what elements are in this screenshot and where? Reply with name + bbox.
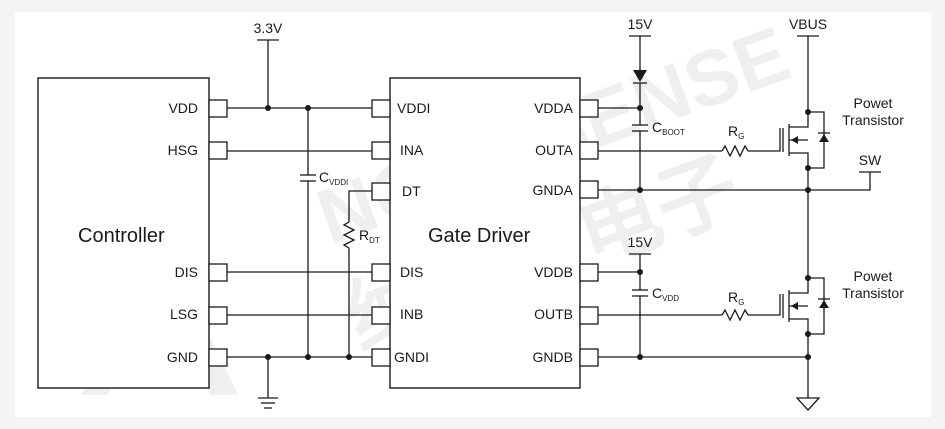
gate-driver-pin-ina-label: INA xyxy=(400,142,424,158)
gate-driver-pin-ina xyxy=(371,141,391,160)
bottom-mosfet-arrow-icon xyxy=(791,302,798,310)
controller-pin-lsg-label: LSG xyxy=(170,306,198,322)
top-mosfet-arrow-icon xyxy=(791,136,798,144)
rg-top-label: RG xyxy=(728,123,744,141)
gate-driver-pin-outa xyxy=(579,141,599,160)
junction-c-vddi-top xyxy=(305,105,311,111)
gate-driver-pin-vddb xyxy=(579,263,599,282)
junction-r-dt-bottom xyxy=(346,354,352,360)
right-wiring: 15V CBOOT RG SW VBUS xyxy=(598,16,904,411)
gate-driver-pin-dis-label: DIS xyxy=(400,264,423,280)
junction-top-source xyxy=(805,165,811,171)
controller-pin-gnd xyxy=(208,348,228,367)
controller-block: Controller VDD HSG DIS LSG GND xyxy=(37,77,228,389)
gate-driver-pin-dis xyxy=(371,263,391,282)
rg-top-wire-gate xyxy=(748,128,781,152)
rg-top-resistor xyxy=(721,144,749,158)
controller-pin-dis xyxy=(208,263,228,282)
junction-c-vddi-bottom xyxy=(305,354,311,360)
junction-sw-node xyxy=(805,187,811,193)
rail-33v-label: 3.3V xyxy=(254,20,283,36)
top-transistor-label-line1: Powet xyxy=(854,95,893,111)
junction-vdda xyxy=(637,105,643,111)
junction-gndb-cap xyxy=(637,354,643,360)
sw-label: SW xyxy=(859,152,882,168)
rg-bottom-label: RG xyxy=(728,289,744,307)
top-mosfet-drain xyxy=(789,112,809,128)
controller-pin-vdd xyxy=(208,99,228,118)
gate-driver-pin-gnda xyxy=(579,180,599,199)
rail-15v-top-label: 15V xyxy=(628,16,654,32)
controller-title: Controller xyxy=(78,225,165,247)
bottom-transistor-label-line2: Transistor xyxy=(842,285,904,301)
sw-wire xyxy=(808,172,871,191)
r-dt-resistor xyxy=(342,221,356,249)
gate-driver-pin-vdda xyxy=(579,99,599,118)
bottom-power-transistor: Powet Transistor xyxy=(782,268,904,337)
c-vdd-label: CVDD xyxy=(652,285,679,303)
gate-driver-pin-outb-label: OUTB xyxy=(534,306,573,322)
controller-pin-lsg xyxy=(208,306,228,325)
bottom-transistor-label-line1: Powet xyxy=(854,268,893,284)
controller-pin-vdd-label: VDD xyxy=(168,100,198,116)
power-ground-icon xyxy=(795,397,821,411)
rg-bottom-wire-gate xyxy=(748,294,781,316)
junction-power-ground xyxy=(805,354,811,360)
top-body-diode-icon xyxy=(819,134,829,142)
controller-box xyxy=(37,77,210,389)
r-dt-label: RDT xyxy=(359,227,380,245)
gate-driver-pin-gndi-label: GNDI xyxy=(394,349,429,365)
junction-left-ground xyxy=(265,354,271,360)
gate-driver-pin-gndb-label: GNDB xyxy=(533,349,573,365)
junction-bottom-drain xyxy=(805,275,811,281)
gate-driver-pin-vddi xyxy=(371,99,391,118)
gate-driver-pin-inb-label: INB xyxy=(400,306,423,322)
rg-bottom-resistor xyxy=(721,308,749,322)
controller-pin-dis-label: DIS xyxy=(175,264,198,280)
junction-gnda xyxy=(637,187,643,193)
gate-driver-pin-inb xyxy=(371,306,391,325)
bottom-body-diode-icon xyxy=(819,300,829,308)
bottom-mosfet-drain xyxy=(789,278,809,294)
gate-driver-pin-outb xyxy=(579,306,599,325)
gate-driver-pin-vdda-label: VDDA xyxy=(534,100,574,116)
gate-driver-pin-dt-label: DT xyxy=(402,183,421,199)
junction-33v-vdd xyxy=(265,105,271,111)
bootstrap-diode-icon xyxy=(633,70,647,82)
rail-15v-bottom-label: 15V xyxy=(628,234,654,250)
gate-driver-pin-outa-label: OUTA xyxy=(535,142,574,158)
gate-driver-title: Gate Driver xyxy=(428,225,531,247)
controller-pin-gnd-label: GND xyxy=(167,349,198,365)
gate-driver-pin-dt xyxy=(371,182,391,201)
r-dt-wire xyxy=(348,190,372,222)
gate-driver-block: Gate Driver VDDI INA DT DIS INB GNDI VDD… xyxy=(371,77,599,389)
c-boot-label: CBOOT xyxy=(652,119,685,137)
top-power-transistor: Powet Transistor xyxy=(782,95,904,190)
junction-top-drain xyxy=(805,109,811,115)
gate-driver-pin-gnda-label: GNDA xyxy=(533,182,574,198)
gate-driver-box xyxy=(389,77,581,389)
gate-driver-pin-gndb xyxy=(579,348,599,367)
bottom-mosfet-source xyxy=(789,318,809,334)
top-mosfet-source xyxy=(789,152,809,190)
controller-pin-hsg xyxy=(208,141,228,160)
junction-vddb xyxy=(637,269,643,275)
gate-driver-pin-vddi-label: VDDI xyxy=(397,100,430,116)
gate-driver-pin-gndi xyxy=(371,348,391,367)
c-vddi-label: CVDDI xyxy=(319,169,348,187)
vbus-label: VBUS xyxy=(789,16,827,32)
controller-pin-hsg-label: HSG xyxy=(168,142,198,158)
left-wiring: 3.3V CVDDI RDT xyxy=(227,20,380,409)
top-transistor-label-line2: Transistor xyxy=(842,112,904,128)
gate-driver-pin-vddb-label: VDDB xyxy=(534,264,573,280)
